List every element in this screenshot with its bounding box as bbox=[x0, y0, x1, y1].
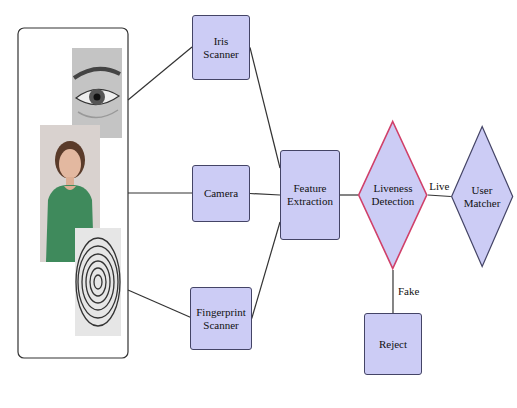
eye-photo bbox=[72, 48, 122, 138]
input-panel bbox=[18, 28, 128, 358]
node-label: Iris Scanner bbox=[203, 35, 238, 61]
input-wires bbox=[128, 47, 192, 318]
fingerprint-ridge bbox=[78, 246, 118, 318]
node-label: Feature Extraction bbox=[287, 182, 333, 208]
connector-line bbox=[250, 194, 280, 196]
fingerprint-photo bbox=[75, 228, 121, 336]
node-label: Fingerprint Scanner bbox=[196, 306, 246, 332]
collar bbox=[64, 186, 76, 190]
node-label: Reject bbox=[379, 338, 407, 351]
process-box: Camera bbox=[192, 165, 250, 222]
process-box: Fingerprint Scanner bbox=[190, 287, 252, 350]
eye-shape bbox=[76, 89, 119, 104]
diamond-shape bbox=[451, 126, 512, 266]
eyelid bbox=[78, 110, 118, 118]
fingerprint-ridge bbox=[94, 275, 102, 289]
diamond-shape bbox=[359, 122, 427, 269]
fingerprint-ridge bbox=[76, 238, 120, 326]
process-box: Reject bbox=[364, 313, 422, 375]
eye-photo-ground bbox=[72, 48, 122, 138]
connector-line bbox=[340, 194, 358, 195]
connector-line bbox=[252, 222, 280, 319]
pupil bbox=[94, 94, 101, 101]
edge-label: Fake bbox=[397, 285, 420, 298]
input-wire bbox=[128, 290, 192, 318]
input-wire bbox=[128, 47, 192, 100]
decision-diamond: Liveness Detection bbox=[358, 120, 427, 270]
fingerprint-ground bbox=[75, 228, 121, 336]
fingerprint-ridge bbox=[82, 254, 114, 310]
fingerprint-ridge bbox=[86, 261, 110, 303]
node-label: Liveness Detection bbox=[372, 182, 415, 208]
fingerprint-ridge bbox=[90, 268, 106, 296]
face bbox=[59, 149, 81, 179]
process-box: Feature Extraction bbox=[280, 150, 340, 240]
connector-line bbox=[392, 270, 393, 313]
decision-diamond: User Matcher bbox=[451, 125, 513, 268]
connector-line bbox=[428, 195, 451, 197]
edge-label: Live bbox=[428, 180, 450, 193]
hair bbox=[55, 141, 85, 179]
eyebrow bbox=[74, 69, 120, 78]
connector-line bbox=[250, 48, 280, 169]
node-label: User Matcher bbox=[464, 184, 501, 210]
process-box: Iris Scanner bbox=[192, 15, 250, 80]
iris bbox=[89, 89, 105, 105]
input-wire bbox=[128, 192, 192, 193]
node-label: Camera bbox=[204, 187, 238, 200]
